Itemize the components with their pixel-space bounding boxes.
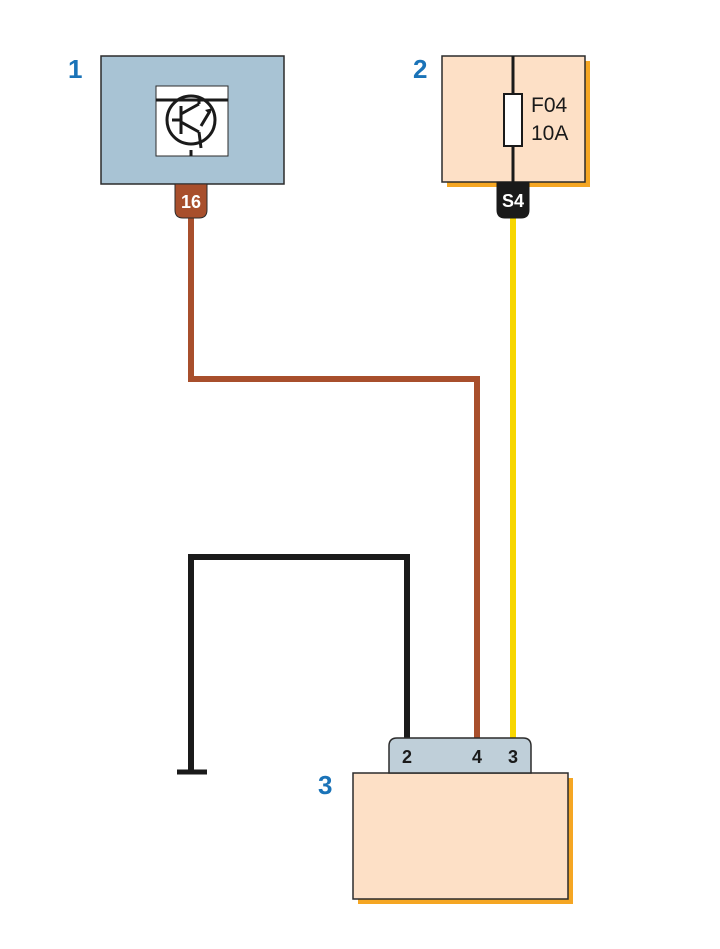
black-ground-wire	[188, 554, 410, 772]
fuse-id: F04	[531, 94, 568, 117]
component-3-connector	[388, 737, 532, 774]
component-2: 2 F04 10A S4	[413, 54, 590, 219]
transistor-icon	[156, 94, 228, 156]
component-3-pin-3: 3	[508, 747, 518, 767]
component-3: 3 2 4 3	[318, 737, 573, 904]
component-2-number: 2	[413, 54, 427, 84]
component-3-pin-2: 2	[402, 747, 412, 767]
component-1: 1 16	[68, 54, 285, 219]
fuse-rating: 10A	[531, 122, 568, 145]
component-1-number: 1	[68, 54, 82, 84]
wires	[177, 210, 516, 775]
component-3-pin-4: 4	[472, 747, 482, 767]
component-2-pin-label: S4	[502, 191, 524, 211]
brown-wire	[188, 210, 480, 742]
component-3-box	[352, 772, 569, 900]
component-1-pin-label: 16	[181, 192, 201, 212]
fuse-icon	[503, 93, 523, 147]
component-2-pin-s4	[496, 181, 530, 219]
component-1-pin-16	[174, 183, 208, 219]
component-3-number: 3	[318, 770, 332, 800]
